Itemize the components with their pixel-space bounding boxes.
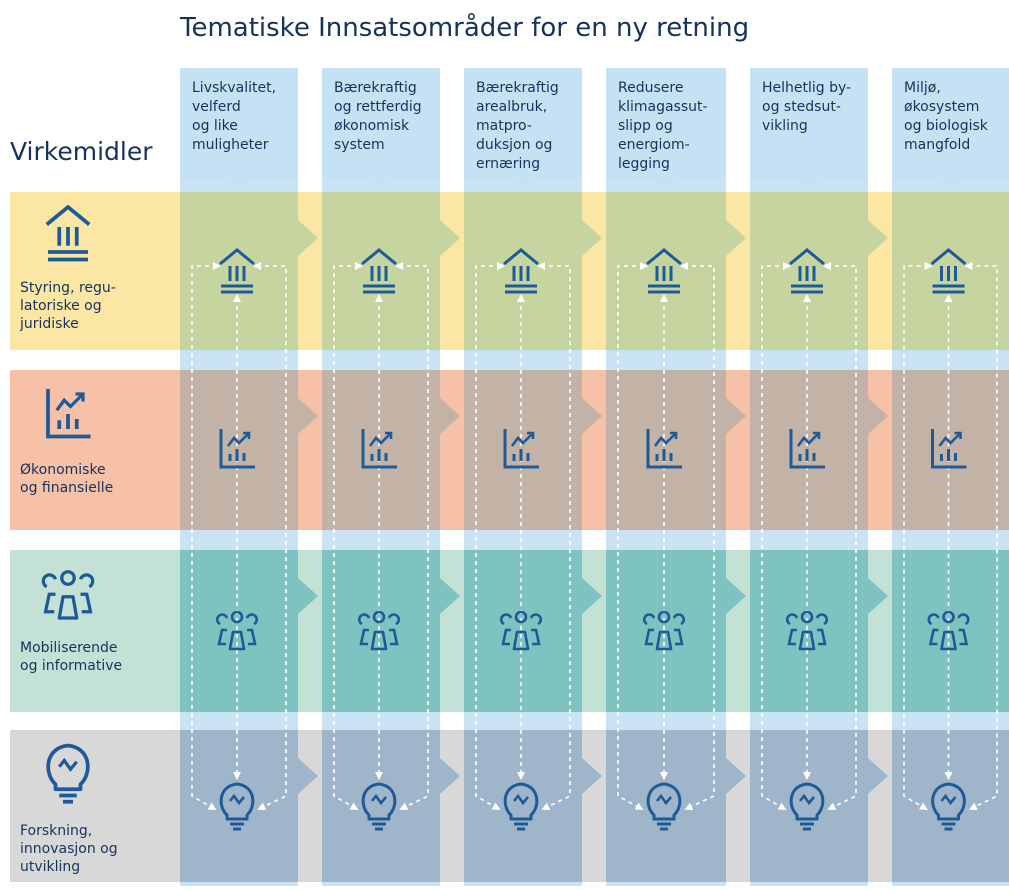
matrix-cell-r3-c3 <box>606 730 746 882</box>
matrix-cell-r0-c2 <box>464 192 602 350</box>
matrix-cell-r1-c5 <box>892 370 1009 530</box>
matrix-cell-r0-c5 <box>892 192 1009 350</box>
flow-arrow-left-5 <box>903 262 933 811</box>
flow-arrow-left-2 <box>475 262 505 810</box>
column-header-3 <box>606 68 726 190</box>
matrix-cell-r0-c3 <box>606 192 746 350</box>
matrix-cell-r1-c2 <box>464 370 602 530</box>
flow-arrow-left-0 <box>191 262 221 810</box>
matrix-cell-r0-c4 <box>750 192 888 350</box>
matrix-cell-r0-c0 <box>180 192 318 350</box>
matrix-cell-r1-c0 <box>180 370 318 530</box>
column-header-4 <box>750 68 868 190</box>
matrix-cell-r1-c3 <box>606 370 746 530</box>
matrix-cell-r1-c1 <box>322 370 460 530</box>
row-header: Virkemidler <box>10 137 153 166</box>
matrix-cell-r0-c1 <box>322 192 460 350</box>
column-header-1 <box>322 68 440 190</box>
column-label-4: Helhetlig by-og stedsut-vikling <box>762 80 851 134</box>
matrix-cell-r3-c1 <box>322 730 460 882</box>
matrix-cell-r3-c0 <box>180 730 318 882</box>
matrix-cell-r3-c5 <box>892 730 1009 882</box>
flow-arrow-left-1 <box>333 262 363 810</box>
flow-arrow-left-3 <box>617 262 648 810</box>
column-header-2 <box>464 68 582 190</box>
diagram-title: Tematiske Innsatsområder for en ny retni… <box>179 12 749 43</box>
matrix-cell-r1-c4 <box>750 370 888 530</box>
column-header-0 <box>180 68 298 190</box>
matrix-cell-r3-c4 <box>750 730 888 882</box>
flow-arrow-left-4 <box>761 262 791 810</box>
matrix-cell-r3-c2 <box>464 730 602 882</box>
column-header-5 <box>892 68 1009 190</box>
